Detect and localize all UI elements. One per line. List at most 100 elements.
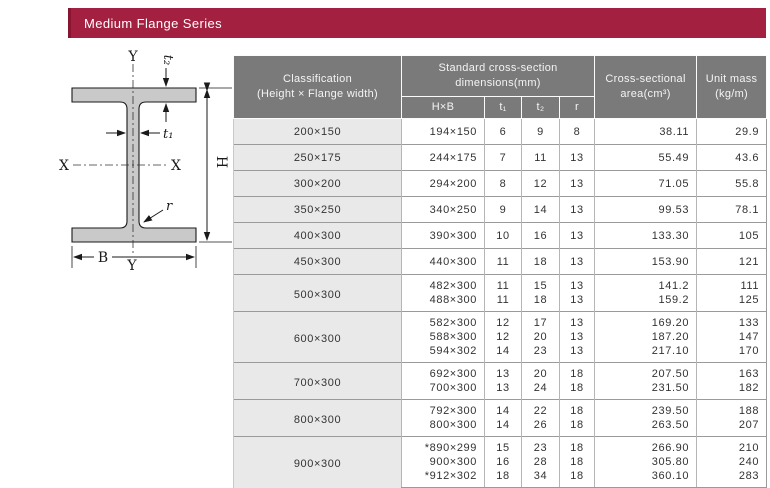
area-cell: 141.2 — [594, 274, 697, 293]
hb-cell: 488×300 — [401, 293, 485, 312]
t2-cell: 11 — [521, 144, 560, 171]
area-cell: 231.50 — [594, 381, 697, 400]
header-t2: t₂ — [521, 96, 560, 119]
r-cell: 18 — [558, 455, 595, 469]
r-cell: 18 — [558, 399, 595, 418]
hb-cell: 800×300 — [401, 418, 485, 437]
area-cell: 217.10 — [594, 344, 697, 363]
hb-cell: *890×299 — [401, 436, 485, 455]
mass-cell: 133 — [696, 311, 768, 330]
header-dimensions: Standard cross-section dimensions(mm) — [400, 55, 596, 97]
area-cell: 38.11 — [594, 118, 697, 145]
classification-cell: 450×300 — [233, 248, 402, 275]
label-width-b: B — [98, 250, 108, 266]
area-cell: 99.53 — [594, 196, 697, 223]
classification-cell: 200×150 — [233, 118, 402, 145]
hb-cell: 440×300 — [401, 248, 485, 275]
area-cell: 305.80 — [594, 455, 697, 469]
t1-cell: 11 — [484, 248, 522, 275]
r-cell: 13 — [558, 293, 595, 312]
classification-cell: 700×300 — [233, 362, 402, 400]
r-cell: 18 — [558, 418, 595, 437]
t1-cell: 16 — [484, 455, 522, 469]
t2-cell: 20 — [521, 330, 560, 344]
t1-cell: 10 — [484, 222, 522, 249]
t1-cell: 11 — [484, 293, 522, 312]
header-unit-mass: Unit mass (kg/m) — [696, 55, 768, 119]
r-cell: 13 — [558, 170, 595, 197]
area-cell: 55.49 — [594, 144, 697, 171]
t2-cell: 16 — [521, 222, 560, 249]
mass-cell: 283 — [696, 469, 768, 488]
r-cell: 13 — [558, 144, 595, 171]
area-cell: 133.30 — [594, 222, 697, 249]
header-area-line2: area(cm³) — [620, 88, 671, 100]
classification-cell: 600×300 — [233, 311, 402, 363]
t2-cell: 17 — [521, 311, 560, 330]
area-cell: 207.50 — [594, 362, 697, 381]
hb-cell: *912×302 — [401, 469, 485, 488]
area-cell: 71.05 — [594, 170, 697, 197]
header-area-line1: Cross-sectional — [605, 73, 686, 85]
t2-cell: 9 — [521, 118, 560, 145]
mass-cell: 29.9 — [696, 118, 768, 145]
mass-cell: 182 — [696, 381, 768, 400]
r-cell: 18 — [558, 362, 595, 381]
label-y-top: Y — [127, 49, 138, 65]
t1-cell: 6 — [484, 118, 522, 145]
label-r: r — [166, 199, 173, 214]
t1-cell: 18 — [484, 469, 522, 488]
area-cell: 263.50 — [594, 418, 697, 437]
t1-cell: 8 — [484, 170, 522, 197]
r-cell: 13 — [558, 344, 595, 363]
spec-table: Classification (Height × Flange width) S… — [233, 55, 768, 488]
t1-cell: 13 — [484, 362, 522, 381]
hb-cell: 340×250 — [401, 196, 485, 223]
hb-cell: 294×200 — [401, 170, 485, 197]
label-t1: t₁ — [163, 127, 173, 142]
area-cell: 159.2 — [594, 293, 697, 312]
mass-cell: 207 — [696, 418, 768, 437]
label-y-bottom: Y — [126, 258, 137, 274]
t2-cell: 18 — [521, 248, 560, 275]
label-x-right: X — [171, 158, 181, 174]
r-cell: 13 — [558, 196, 595, 223]
header-area: Cross-sectional area(cm³) — [594, 55, 698, 119]
hb-cell: 594×302 — [401, 344, 485, 363]
header-t1: t₁ — [484, 96, 522, 119]
t2-cell: 20 — [521, 362, 560, 381]
classification-cell: 500×300 — [233, 274, 402, 312]
mass-cell: 188 — [696, 399, 768, 418]
hb-cell: 792×300 — [401, 399, 485, 418]
spec-table-container: Classification (Height × Flange width) S… — [233, 55, 768, 488]
r-cell: 13 — [558, 330, 595, 344]
classification-cell: 350×250 — [233, 196, 402, 223]
r-cell: 8 — [558, 118, 595, 145]
label-x-left: X — [59, 158, 69, 174]
header-dimensions-line1: Standard cross-section — [438, 62, 558, 74]
mass-cell: 121 — [696, 248, 768, 275]
r-cell: 13 — [558, 222, 595, 249]
mass-cell: 147 — [696, 330, 768, 344]
t2-cell: 22 — [521, 399, 560, 418]
mass-cell: 210 — [696, 436, 768, 455]
t1-cell: 14 — [484, 399, 522, 418]
t1-cell: 12 — [484, 311, 522, 330]
r-cell: 13 — [558, 274, 595, 293]
r-cell: 18 — [558, 436, 595, 455]
ibeam-diagram: Y Y X X t₂ t₁ r H B — [59, 49, 232, 274]
t2-cell: 15 — [521, 274, 560, 293]
hb-cell: 588×300 — [401, 330, 485, 344]
classification-cell: 800×300 — [233, 399, 402, 437]
hb-cell: 482×300 — [401, 274, 485, 293]
mass-cell: 78.1 — [696, 196, 768, 223]
t2-cell: 24 — [521, 381, 560, 400]
